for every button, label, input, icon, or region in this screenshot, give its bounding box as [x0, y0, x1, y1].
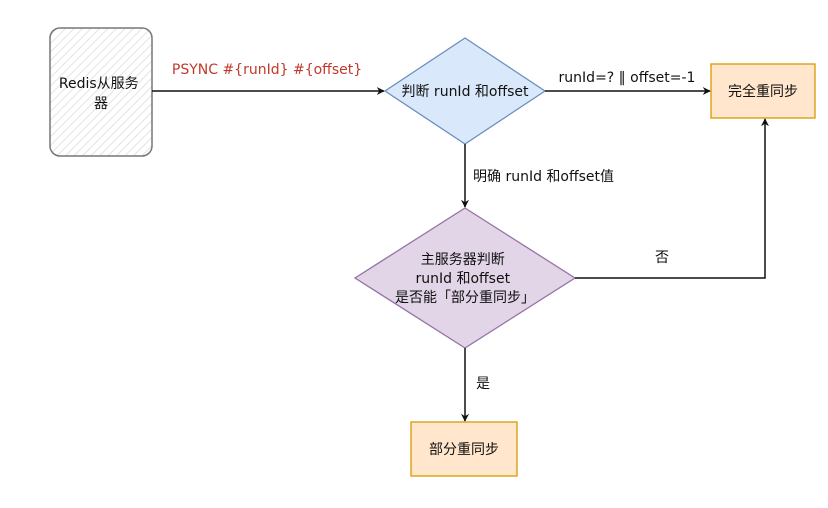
node-partial-sync[interactable]: 部分重同步 [410, 421, 518, 477]
node-master-check-line2: runId 和offset [415, 271, 510, 287]
node-master-check-label: 主服务器判断 runId 和offset 是否能「部分重同步」 [395, 252, 535, 306]
edge-no-to-full-sync: 否 [575, 118, 769, 279]
node-full-sync-box [710, 63, 816, 119]
node-redis-slave-line2: 器 [94, 96, 108, 112]
node-check-runid-offset[interactable]: 判断 runId 和offset [383, 37, 547, 145]
node-redis-slave-label: Redis从服务 器 [59, 76, 143, 112]
node-partial-sync-label: 部分重同步 [429, 442, 499, 458]
edge-no-label: 否 [655, 250, 669, 266]
node-redis-slave[interactable]: Redis从服务 器 [49, 27, 153, 157]
edge-explicit-to-master-check: 明确 runId 和offset值 [461, 144, 614, 208]
edge-psync: PSYNC #{runId} #{offset} [152, 62, 385, 95]
edge-no-line [575, 118, 769, 279]
node-master-check-line1: 主服务器判断 [421, 252, 505, 268]
node-full-sync-label: 完全重同步 [728, 83, 798, 100]
node-redis-slave-box [49, 27, 153, 157]
edge-unknown-label: runId=? ‖ offset=-1 [559, 70, 696, 86]
edge-unknown-to-full-sync: runId=? ‖ offset=-1 [545, 70, 711, 95]
node-full-sync[interactable]: 完全重同步 [710, 63, 816, 119]
node-partial-sync-box [410, 421, 518, 477]
node-master-check-line3: 是否能「部分重同步」 [395, 290, 535, 306]
edge-psync-label: PSYNC #{runId} #{offset} [172, 62, 362, 78]
node-check-label: 判断 runId 和offset [401, 84, 529, 100]
edge-yes-label: 是 [476, 376, 490, 392]
edge-explicit-label: 明确 runId 和offset值 [473, 169, 614, 185]
node-master-check[interactable]: 主服务器判断 runId 和offset 是否能「部分重同步」 [353, 207, 577, 349]
node-redis-slave-line1: Redis从服务 [59, 76, 139, 92]
edge-yes-to-partial-sync: 是 [461, 348, 490, 422]
